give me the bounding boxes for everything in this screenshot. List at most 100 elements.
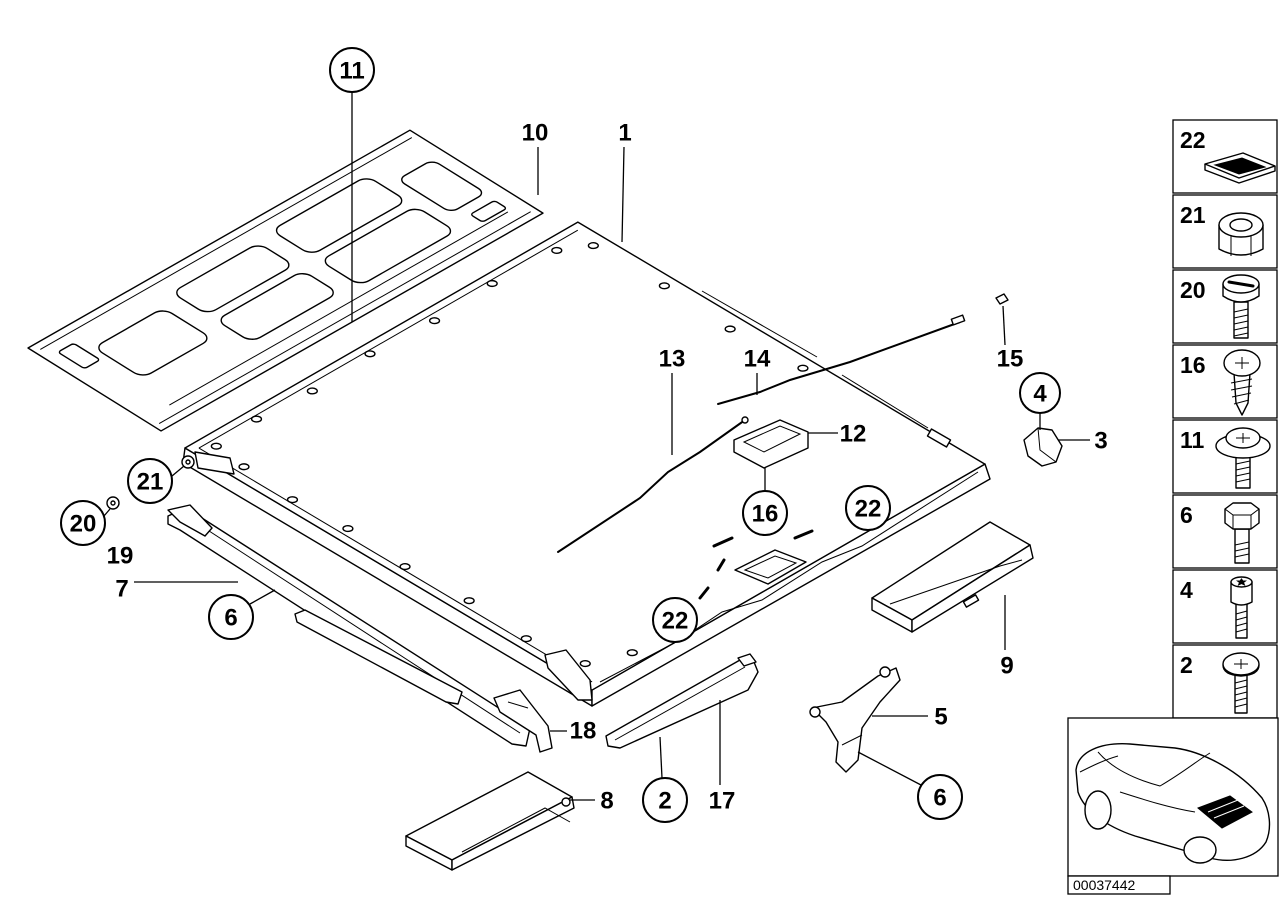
bracket-5: [809, 666, 901, 773]
panel-tray: [320, 206, 455, 285]
washer-screw-icon: [1215, 427, 1271, 489]
bolt-20: [106, 496, 120, 510]
cable-line: [557, 419, 746, 553]
callout-number: 8: [600, 788, 613, 815]
legend-number: 21: [1180, 202, 1206, 228]
leader-line: [659, 736, 663, 779]
leader-line: [249, 589, 276, 605]
mounting-hole: [550, 246, 564, 254]
bracket-body: [811, 667, 901, 773]
callout-number: 12: [840, 421, 867, 448]
car-windshield: [1097, 751, 1211, 787]
callout-8: 8: [570, 788, 614, 815]
thread: [1230, 378, 1253, 384]
panel-edge-line: [199, 448, 592, 682]
legend-box: [1172, 494, 1278, 569]
main-floor-panel: [182, 222, 991, 707]
strip-6: [294, 609, 463, 705]
hex-bolt-icon: [1224, 502, 1260, 564]
nut-21: [181, 455, 195, 469]
callout-4: 4: [1019, 372, 1061, 430]
panel-tray: [216, 271, 338, 343]
callout-5: 5: [872, 704, 948, 731]
legend-row-22: 22: [1172, 119, 1278, 194]
callout-19: 19: [107, 543, 134, 570]
rod-tab: [950, 314, 966, 326]
corner-bracket: [194, 451, 235, 475]
bolt-center: [110, 500, 116, 506]
legend-number: 4: [1180, 577, 1193, 603]
cover-9: [871, 521, 1034, 633]
slotted-bolt-icon: [1222, 274, 1260, 339]
legend-row-6: 6: [1172, 494, 1278, 569]
tray-inner: [742, 425, 802, 453]
mounting-hole: [462, 597, 476, 605]
thread: [1234, 697, 1248, 702]
callout-21: 21: [127, 458, 185, 504]
leader-line: [171, 465, 185, 477]
thread: [1230, 385, 1253, 391]
mounting-hole: [796, 364, 810, 372]
tapping-screw-icon: [1223, 349, 1261, 416]
callout-7: 7: [115, 576, 238, 603]
panel-tab: [470, 201, 507, 223]
diagram-code: 00037442: [1067, 875, 1171, 895]
callout-13: 13: [659, 346, 685, 455]
cable-13: [557, 416, 749, 553]
thread: [1235, 610, 1248, 615]
callout-number: 2: [658, 788, 671, 815]
beam-end: [737, 653, 757, 667]
callout-1: 1: [618, 120, 632, 243]
phillips-screw-icon: [1222, 652, 1260, 714]
callout-number: 22: [855, 496, 882, 523]
callout-number: 11: [339, 58, 364, 85]
mounting-hole: [286, 496, 300, 504]
callout-9: 9: [1000, 595, 1014, 680]
callout-3: 3: [1058, 428, 1108, 455]
mounting-hole: [625, 649, 639, 657]
thread: [1233, 320, 1249, 325]
rod-line: [717, 321, 961, 405]
panel-edge-line: [199, 230, 578, 448]
callout-number: 6: [224, 605, 237, 632]
thread: [1235, 616, 1248, 621]
callout-10: 10: [522, 120, 549, 195]
bracket-edge: [841, 734, 863, 746]
cover-8: [405, 771, 575, 871]
callout-circle: [917, 774, 963, 820]
mounting-hole: [305, 387, 319, 395]
clip-mark: [716, 558, 726, 572]
edge-trim-strip: [701, 290, 818, 358]
legend-row-4: 4: [1172, 569, 1278, 644]
callout-14: 14: [744, 346, 771, 395]
edge-trim-strip: [841, 374, 929, 429]
car-location-icon: [1067, 717, 1279, 877]
legend-number: 2: [1180, 652, 1193, 678]
panel-rib: [159, 212, 531, 424]
callout-number: 10: [522, 120, 549, 147]
bolt-shank: [1233, 301, 1249, 339]
callout-number: 7: [115, 576, 128, 603]
thread: [1234, 685, 1248, 690]
bracket-slot: [507, 701, 529, 709]
callout-12: 12: [808, 421, 866, 448]
mounting-hole: [586, 242, 600, 250]
callout-number: 14: [744, 346, 771, 373]
mounting-hole: [485, 279, 499, 287]
panel-tray: [271, 176, 406, 255]
callout-number: 19: [107, 543, 134, 570]
thread: [1234, 541, 1250, 546]
panel-rib: [40, 138, 412, 350]
thread: [1235, 466, 1251, 471]
callout-number: 4: [1033, 381, 1047, 408]
nut-hole: [1229, 218, 1253, 232]
thread: [1233, 399, 1250, 405]
cover-step: [461, 807, 571, 853]
callout-22-left: 22: [652, 597, 698, 643]
leader-line: [103, 508, 111, 517]
highlight-line: [1213, 805, 1245, 819]
leader-line: [621, 146, 625, 243]
thread: [1235, 628, 1248, 633]
callout-circle: [60, 500, 106, 546]
thread: [1234, 553, 1250, 558]
